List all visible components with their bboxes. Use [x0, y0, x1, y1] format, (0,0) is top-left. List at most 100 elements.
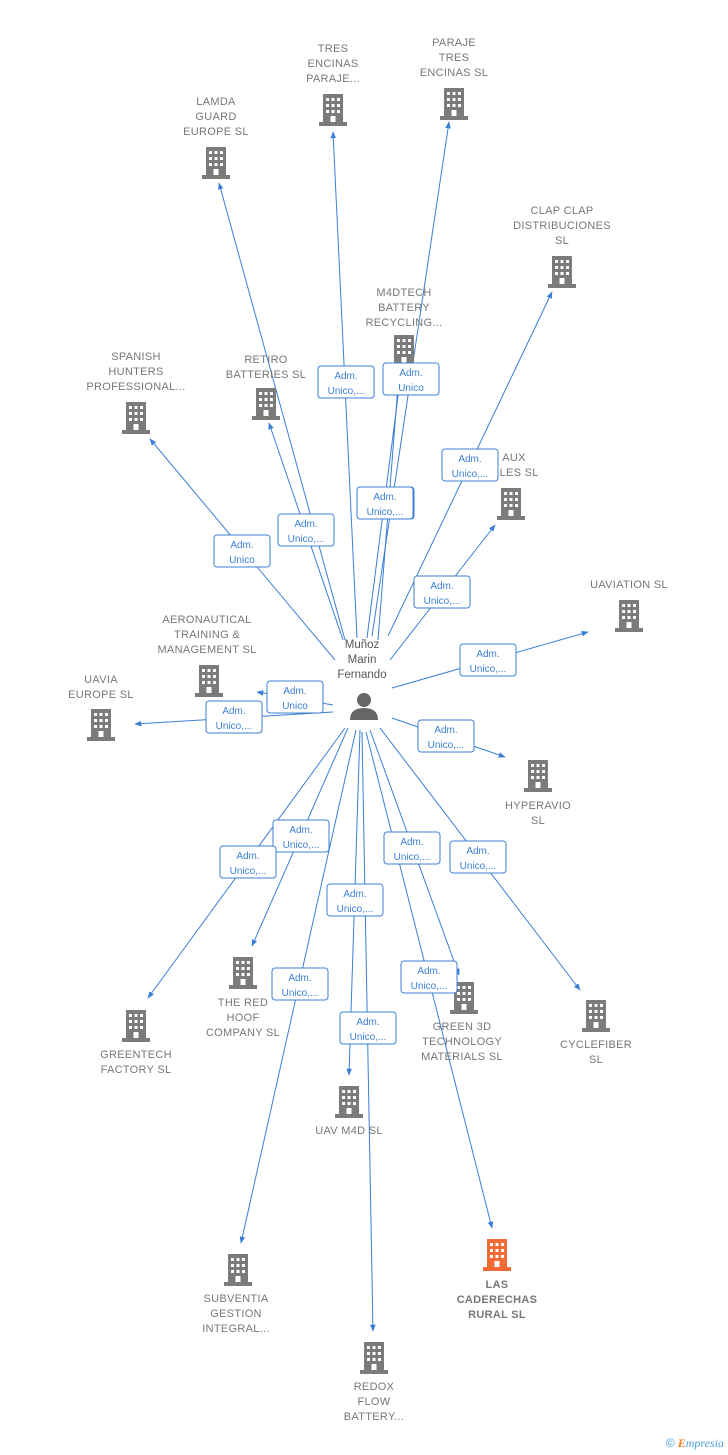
- company-label-clap-line-1[interactable]: CLAP CLAP: [530, 205, 593, 217]
- company-label-spanish-line-3[interactable]: PROFESSIONAL...: [86, 381, 185, 393]
- company-label-aeronautical-line-1[interactable]: AERONAUTICAL: [162, 614, 251, 626]
- company-label-green3d-line-1[interactable]: GREEN 3D: [433, 1021, 492, 1033]
- edge-label-aux[interactable]: Adm.Unico,...: [413, 575, 471, 609]
- company-label-paraje-tres-line-3[interactable]: ENCINAS SL: [420, 67, 488, 79]
- edge-label-spanish[interactable]: Adm.Unico: [213, 534, 271, 568]
- company-label-hyperavio-line-1[interactable]: HYPERAVIO: [505, 800, 571, 812]
- brand-name: mpresia: [685, 1436, 724, 1450]
- edge-label-aeronautical[interactable]: Adm.Unico: [266, 680, 324, 714]
- company-label-las-caderechas-line-2[interactable]: CADERECHAS: [457, 1294, 538, 1306]
- building-icon-cyclefiber[interactable]: [582, 1000, 610, 1032]
- building-icon-paraje-tres[interactable]: [440, 88, 468, 120]
- company-label-retiro-line-2[interactable]: BATTERIES SL: [226, 369, 306, 381]
- edge-label-text-1: Adm.: [373, 492, 396, 503]
- edge-label-las-caderechas[interactable]: Adm.Unico,...: [400, 960, 458, 994]
- company-label-tres-encinas-line-3[interactable]: PARAJE...: [306, 73, 360, 85]
- company-label-spanish-line-1[interactable]: SPANISH: [111, 351, 161, 363]
- edge-label-text-1: Adm.: [236, 851, 259, 862]
- company-label-aux-line-1[interactable]: AUX: [502, 452, 526, 464]
- edge-label-uaviation[interactable]: Adm.Unico,...: [459, 643, 517, 677]
- company-label-uaviation-line-1[interactable]: UAVIATION SL: [590, 579, 668, 591]
- building-icon-tres-encinas[interactable]: [319, 94, 347, 126]
- edge-label-redox[interactable]: Adm.Unico,...: [339, 1011, 397, 1045]
- company-label-uavia-line-2[interactable]: EUROPE SL: [68, 689, 134, 701]
- footer-brand[interactable]: ©Empresia: [666, 1436, 724, 1451]
- edge-label-retiro[interactable]: Adm.Unico,...: [277, 513, 335, 547]
- company-label-paraje-tres-line-2[interactable]: TRES: [439, 52, 470, 64]
- company-label-green3d-line-3[interactable]: MATERIALS SL: [421, 1051, 503, 1063]
- company-label-red-hoof-line-2[interactable]: HOOF: [227, 1012, 260, 1024]
- company-label-red-hoof-line-1[interactable]: THE RED: [218, 997, 268, 1009]
- building-icon-subventia[interactable]: [224, 1254, 252, 1286]
- company-label-retiro-line-1[interactable]: RETIRO: [244, 354, 287, 366]
- company-label-red-hoof-line-3[interactable]: COMPANY SL: [206, 1027, 280, 1039]
- company-label-cyclefiber-line-2[interactable]: SL: [589, 1054, 603, 1066]
- edge-label-text-1: Adm.: [230, 540, 253, 551]
- company-label-lamda-line-1[interactable]: LAMDA: [196, 96, 236, 108]
- company-label-m4dtech-line-1[interactable]: M4DTECH: [376, 287, 431, 299]
- building-icon-m4dtech[interactable]: [390, 335, 418, 367]
- building-icon-uavia[interactable]: [87, 709, 115, 741]
- company-label-paraje-tres-line-1[interactable]: PARAJE: [432, 37, 476, 49]
- edge-label-m4dtech-2[interactable]: Adm.Unico,...: [356, 486, 414, 520]
- building-icon-spanish[interactable]: [122, 402, 150, 434]
- building-icon-las-caderechas[interactable]: [483, 1239, 511, 1271]
- company-label-clap-line-2[interactable]: DISTRIBUCIONES: [513, 220, 611, 232]
- company-label-clap-line-3[interactable]: SL: [555, 235, 569, 247]
- edge-label-box: [400, 960, 458, 994]
- building-icon-aeronautical[interactable]: [195, 665, 223, 697]
- building-icon-lamda[interactable]: [202, 147, 230, 179]
- edge-label-greentech[interactable]: Adm.Unico,...: [219, 845, 277, 879]
- edge-label-text-2: Unico,...: [350, 1032, 387, 1043]
- company-label-aeronautical-line-2[interactable]: TRAINING &: [174, 629, 240, 641]
- edge-label-green3d[interactable]: Adm.Unico,...: [383, 831, 441, 865]
- building-icon-uav-m4d[interactable]: [335, 1086, 363, 1118]
- edge-label-subventia[interactable]: Adm.Unico,...: [271, 967, 329, 1001]
- company-label-spanish-line-2[interactable]: HUNTERS: [108, 366, 163, 378]
- center-person[interactable]: Muñoz Marin Fernando: [337, 639, 387, 720]
- company-label-tres-encinas-line-1[interactable]: TRES: [318, 43, 349, 55]
- company-label-subventia-line-3[interactable]: INTEGRAL...: [202, 1323, 269, 1335]
- company-label-lamda-line-2[interactable]: GUARD: [195, 111, 236, 123]
- building-icon-hyperavio[interactable]: [524, 760, 552, 792]
- edge-label-text-2: Unico,...: [282, 988, 319, 999]
- building-icon-redox[interactable]: [360, 1342, 388, 1374]
- company-label-uavia-line-1[interactable]: UAVIA: [84, 674, 118, 686]
- company-label-subventia-line-1[interactable]: SUBVENTIA: [203, 1293, 268, 1305]
- company-label-lamda-line-3[interactable]: EUROPE SL: [183, 126, 249, 138]
- copyright-symbol: ©: [665, 1436, 675, 1450]
- company-label-las-caderechas-line-3[interactable]: RURAL SL: [468, 1309, 526, 1321]
- company-label-hyperavio-line-2[interactable]: SL: [531, 815, 545, 827]
- edge-label-hyperavio[interactable]: Adm.Unico,...: [417, 719, 475, 753]
- company-label-m4dtech-line-2[interactable]: BATTERY: [378, 302, 430, 314]
- company-label-redox-line-3[interactable]: BATTERY...: [344, 1411, 404, 1423]
- company-label-aeronautical-line-3[interactable]: MANAGEMENT SL: [157, 644, 256, 656]
- edge-label-red-hoof[interactable]: Adm.Unico,...: [272, 819, 330, 853]
- company-label-greentech-line-2[interactable]: FACTORY SL: [101, 1064, 172, 1076]
- building-icon-retiro[interactable]: [252, 388, 280, 420]
- edge-label-uav-m4d[interactable]: Adm.Unico,...: [326, 883, 384, 917]
- company-label-cyclefiber-line-1[interactable]: CYCLEFIBER: [560, 1039, 632, 1051]
- edge-label-cyclefiber[interactable]: Adm.Unico,...: [449, 840, 507, 874]
- building-icon-greentech[interactable]: [122, 1010, 150, 1042]
- company-label-m4dtech-line-3[interactable]: RECYCLING...: [366, 317, 443, 329]
- building-icon-uaviation[interactable]: [615, 600, 643, 632]
- building-icon-clap[interactable]: [548, 256, 576, 288]
- company-label-aux-line-2[interactable]: TILES SL: [489, 467, 538, 479]
- edge-label-tres-encinas[interactable]: Adm.Unico,...: [317, 365, 375, 399]
- company-label-redox-line-1[interactable]: REDOX: [354, 1381, 395, 1393]
- company-label-uav-m4d-line-1[interactable]: UAV M4D SL: [315, 1125, 383, 1137]
- edge-label-text-1: Adm.: [458, 454, 481, 465]
- edge-label-m4dtech[interactable]: Adm.Unico: [382, 362, 440, 396]
- company-label-subventia-line-2[interactable]: GESTION: [210, 1308, 262, 1320]
- company-label-tres-encinas-line-2[interactable]: ENCINAS: [308, 58, 359, 70]
- building-icon-red-hoof[interactable]: [229, 957, 257, 989]
- edge-label-uavia[interactable]: Adm.Unico,...: [205, 700, 263, 734]
- company-label-las-caderechas-line-1[interactable]: LAS: [486, 1279, 509, 1291]
- company-label-green3d-line-2[interactable]: TECHNOLOGY: [422, 1036, 502, 1048]
- edge-label-clap[interactable]: Adm.Unico,...: [441, 448, 499, 482]
- company-label-redox-line-2[interactable]: FLOW: [358, 1396, 391, 1408]
- edge-label-box: [271, 967, 329, 1001]
- building-icon-aux[interactable]: [497, 488, 525, 520]
- company-label-greentech-line-1[interactable]: GREENTECH: [100, 1049, 172, 1061]
